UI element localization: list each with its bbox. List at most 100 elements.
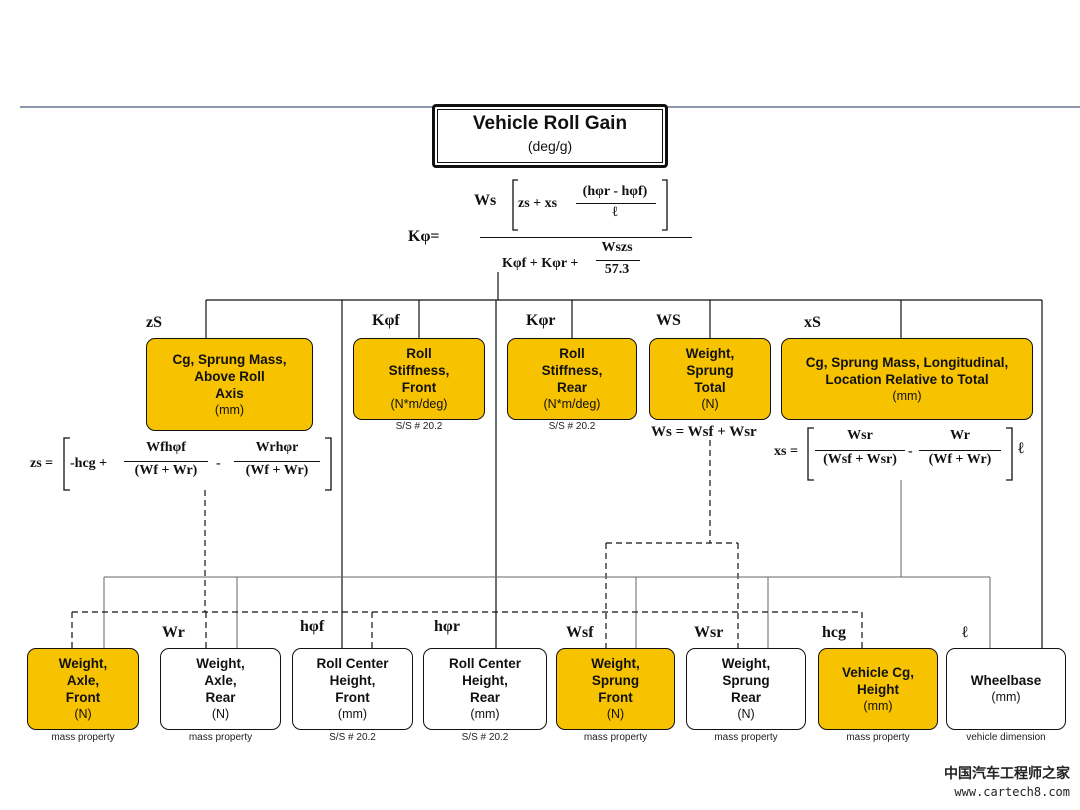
formula-xs-f2-bot: (Wf + Wr) bbox=[928, 452, 992, 467]
sub-roll-stiffness-front: S/S # 20.2 bbox=[395, 421, 443, 432]
box-line: Sprung bbox=[591, 673, 640, 688]
formula-main-den-frac-bot: 57.3 bbox=[604, 262, 630, 277]
box-weight-axle-rear: Weight, Axle, Rear (N) bbox=[160, 648, 281, 730]
box-wheelbase: Wheelbase (mm) bbox=[946, 648, 1066, 730]
box-unit: (mm) bbox=[892, 388, 922, 403]
box-line: Cg, Sprung Mass, Longitudinal, bbox=[805, 354, 1009, 370]
formula-xs-f1-bar bbox=[815, 450, 905, 451]
sub-roll-stiffness-rear: S/S # 20.2 bbox=[548, 421, 596, 432]
box-roll-stiffness-rear: Roll Stiffness, Rear (N*m/deg) bbox=[507, 338, 637, 420]
formula-main-num-frac-bar bbox=[576, 203, 656, 204]
formula-xs-minus: - bbox=[908, 444, 913, 459]
box-line: Weight, bbox=[196, 656, 245, 671]
box-line: Weight, bbox=[721, 656, 771, 671]
box-line: Axle, bbox=[66, 673, 100, 688]
box-line: Axle, bbox=[204, 673, 237, 688]
box-line: Rear bbox=[469, 690, 501, 705]
box-weight-sprung-total: Weight, Sprung Total (N) bbox=[649, 338, 771, 420]
formula-zs-f1-bar bbox=[124, 461, 208, 462]
label-wsr: Wsr bbox=[694, 624, 724, 641]
box-unit: (N*m/deg) bbox=[390, 397, 448, 411]
box-cg-sprung-mass-longitudinal: Cg, Sprung Mass, Longitudinal, Location … bbox=[781, 338, 1033, 420]
box-unit: (N) bbox=[74, 707, 92, 721]
sub-vehicle-cg-height: mass property bbox=[846, 732, 910, 743]
box-line: Height, bbox=[462, 673, 508, 688]
formula-xs-f2-top: Wr bbox=[950, 428, 970, 443]
box-unit: (mm) bbox=[991, 690, 1021, 704]
box-unit: (mm) bbox=[863, 698, 893, 713]
box-line: Location Relative to Total bbox=[825, 371, 989, 387]
label-wr: Wr bbox=[162, 624, 185, 641]
formula-zs-f1-bot: (Wf + Wr) bbox=[134, 463, 198, 478]
box-cg-sprung-mass-above-roll-axis: Cg, Sprung Mass, Above Roll Axis (mm) bbox=[146, 338, 313, 431]
label-wheelbase-ell: ℓ bbox=[962, 624, 968, 641]
box-line: Sprung bbox=[686, 363, 734, 378]
formula-zs-term1: -hcg + bbox=[70, 456, 108, 471]
title-box: Vehicle Roll Gain (deg/g) bbox=[432, 104, 668, 168]
sub-weight-axle-front: mass property bbox=[51, 732, 115, 743]
formula-main-num-frac-bot: ℓ bbox=[612, 205, 618, 220]
label-hphif: hφf bbox=[300, 618, 325, 635]
label-zs: zS bbox=[146, 314, 162, 331]
sub-weight-sprung-rear: mass property bbox=[714, 732, 778, 743]
formula-zs-minus: - bbox=[216, 456, 221, 471]
label-ws: WS bbox=[656, 312, 681, 329]
box-unit: (N) bbox=[701, 397, 719, 411]
formula-main-den-k: Kφf + Kφr + bbox=[502, 256, 579, 271]
box-unit: (mm) bbox=[337, 707, 368, 721]
box-line: Wheelbase bbox=[970, 673, 1042, 688]
formula-xs-f2-bar bbox=[919, 450, 1001, 451]
label-kphir: Kφr bbox=[526, 312, 556, 329]
box-weight-axle-front: Weight, Axle, Front (N) bbox=[27, 648, 139, 730]
formula-xs-tail: ℓ bbox=[1018, 440, 1024, 457]
box-line: Front bbox=[65, 690, 101, 705]
formula-zs-f2-bar bbox=[234, 461, 320, 462]
sub-weight-sprung-front: mass property bbox=[583, 732, 648, 743]
box-line: Roll bbox=[559, 346, 585, 361]
box-line: Sprung bbox=[722, 673, 770, 688]
box-line: Weight, bbox=[58, 656, 108, 671]
formula-ws: Ws = Wsf + Wsr bbox=[651, 424, 757, 440]
sub-roll-center-height-front: S/S # 20.2 bbox=[329, 732, 376, 743]
label-kphif: Kφf bbox=[372, 312, 400, 329]
box-line: Roll Center bbox=[448, 656, 521, 671]
formula-main-zs-xs: zs + xs bbox=[518, 196, 558, 211]
title-main: Vehicle Roll Gain bbox=[472, 113, 628, 134]
formula-zs-f1-top: Wfhφf bbox=[146, 440, 186, 455]
formula-xs-f1-bot: (Wsf + Wsr) bbox=[823, 452, 897, 467]
watermark-cn: 中国汽车工程师之家 bbox=[944, 766, 1070, 782]
watermark-url: www.cartech8.com bbox=[954, 785, 1070, 799]
box-weight-sprung-front: Weight, Sprung Front (N) bbox=[556, 648, 675, 730]
box-line: Height, bbox=[329, 673, 376, 688]
box-unit: (N) bbox=[606, 707, 625, 721]
box-line: Front bbox=[401, 380, 437, 395]
title-unit: (deg/g) bbox=[527, 138, 573, 154]
formula-main-num-frac-top: (hφr - hφf) bbox=[582, 184, 648, 199]
box-line: Weight, bbox=[685, 346, 735, 361]
box-unit: (mm) bbox=[214, 402, 245, 417]
box-unit: (mm) bbox=[470, 707, 500, 721]
box-roll-center-height-rear: Roll Center Height, Rear (mm) bbox=[423, 648, 547, 730]
box-line: Above Roll bbox=[194, 368, 265, 384]
formula-zs-lhs: zs = bbox=[30, 456, 54, 471]
formula-main-ws: Ws bbox=[474, 192, 497, 209]
formula-main-den-frac-bar bbox=[596, 260, 640, 261]
box-line: Cg, Sprung Mass, bbox=[172, 351, 287, 367]
box-unit: (N) bbox=[211, 707, 230, 721]
box-roll-stiffness-front: Roll Stiffness, Front (N*m/deg) bbox=[353, 338, 485, 420]
box-line: Roll Center bbox=[316, 656, 389, 671]
box-line: Vehicle Cg, bbox=[841, 664, 915, 680]
box-line: Rear bbox=[556, 380, 588, 395]
box-line: Weight, bbox=[591, 656, 640, 671]
box-line: Height bbox=[857, 681, 899, 697]
box-line: Stiffness, bbox=[541, 363, 603, 378]
box-roll-center-height-front: Roll Center Height, Front (mm) bbox=[292, 648, 413, 730]
formula-xs-lhs: xs = bbox=[774, 444, 798, 459]
box-line: Stiffness, bbox=[388, 363, 450, 378]
box-vehicle-cg-height: Vehicle Cg, Height (mm) bbox=[818, 648, 938, 730]
sub-weight-axle-rear: mass property bbox=[188, 732, 253, 743]
formula-zs-f2-bot: (Wf + Wr) bbox=[245, 463, 309, 478]
label-hcg: hcg bbox=[822, 624, 846, 641]
sub-roll-center-height-rear: S/S # 20.2 bbox=[461, 732, 509, 743]
